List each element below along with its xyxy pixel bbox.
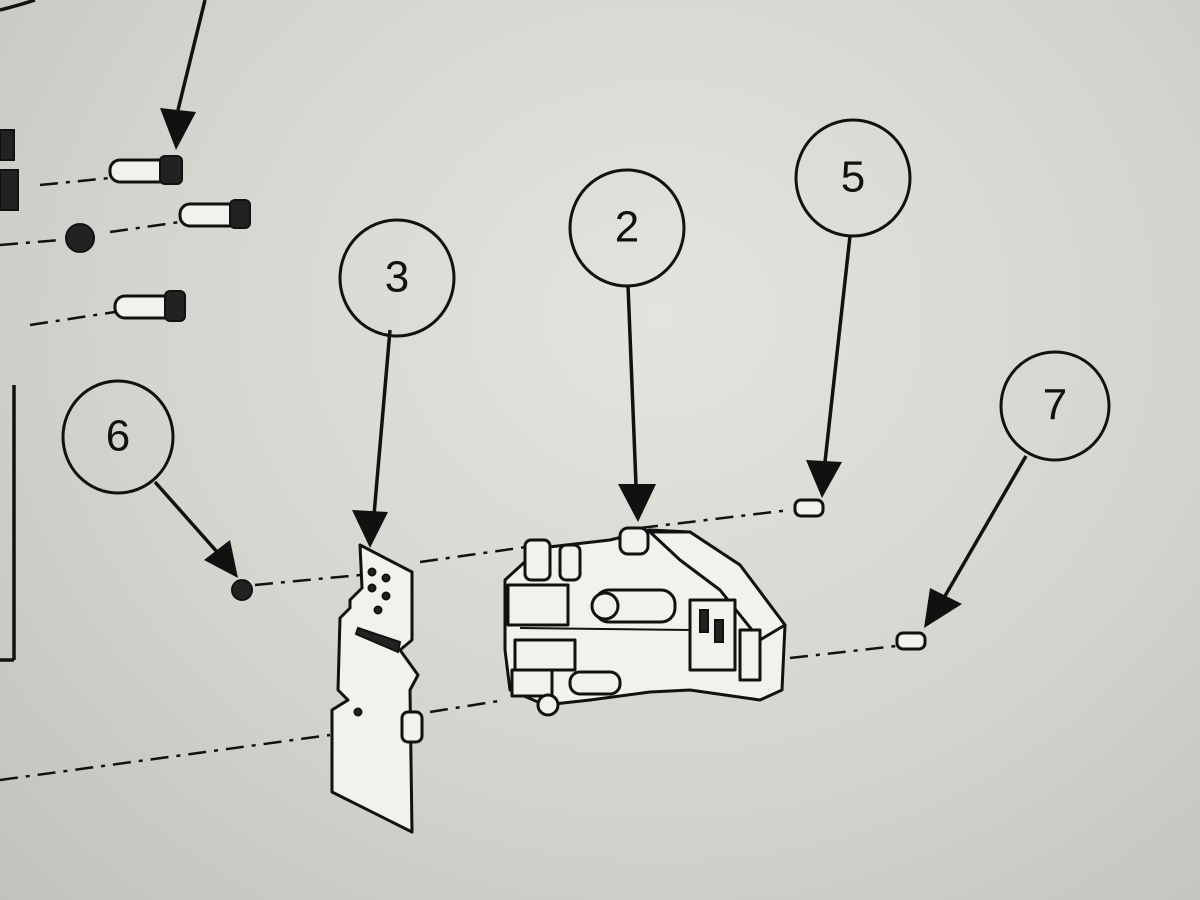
callout-5: 5 xyxy=(794,118,912,238)
callout-2-label: 2 xyxy=(615,203,639,252)
pin-part-5 xyxy=(793,498,825,518)
callout-3-label: 3 xyxy=(385,253,409,302)
mechanism-part-2 xyxy=(503,526,787,717)
callout-6: 6 xyxy=(61,379,175,495)
leader-lines xyxy=(153,235,1028,628)
nut-part-6 xyxy=(231,579,253,601)
callout-2: 2 xyxy=(568,168,686,288)
pin-part-7 xyxy=(895,631,927,651)
callout-7: 7 xyxy=(999,350,1111,462)
assembly-centerlines xyxy=(0,508,906,782)
callout-3: 3 xyxy=(338,218,456,338)
bracket-part-3 xyxy=(330,543,424,834)
callout-5-label: 5 xyxy=(841,153,865,202)
callout-7-label: 7 xyxy=(1043,381,1067,430)
bolt-group xyxy=(0,155,251,327)
left-edge-fragment xyxy=(0,0,207,662)
callout-6-label: 6 xyxy=(106,412,130,461)
